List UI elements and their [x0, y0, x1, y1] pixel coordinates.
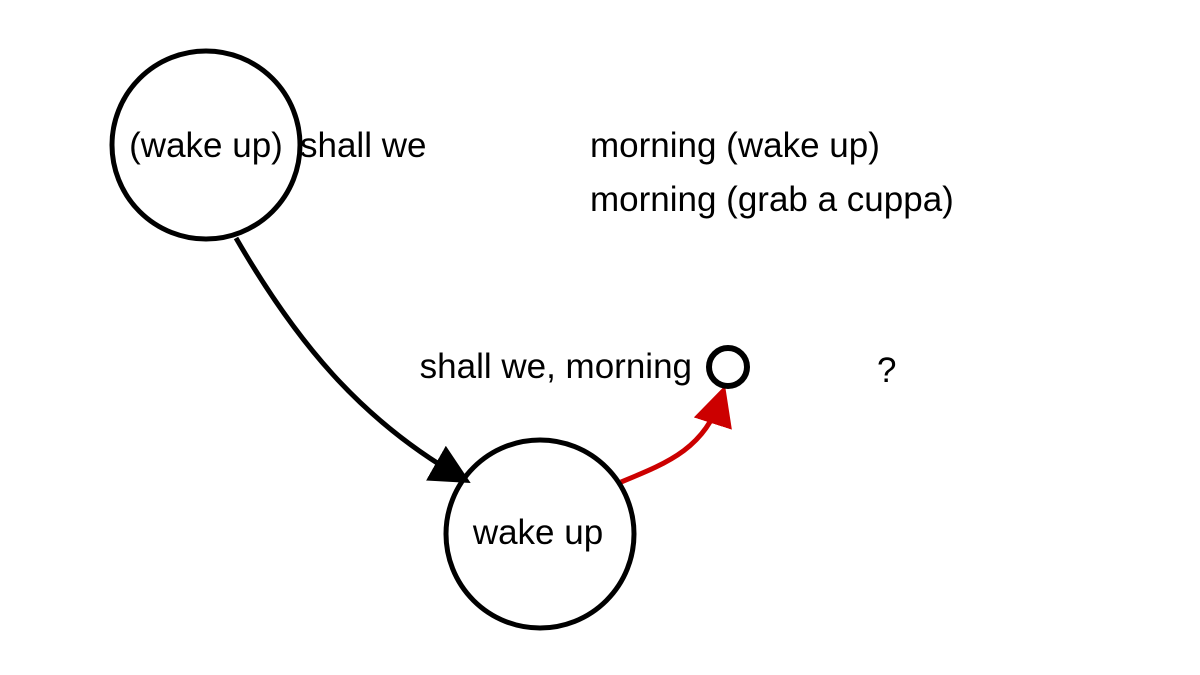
- node-top-label: (wake up): [129, 126, 283, 165]
- edge-bottom-to-small: [620, 385, 732, 485]
- node-bottom-label: wake up: [472, 513, 603, 552]
- node-bottom[interactable]: wake up: [443, 437, 637, 631]
- note-line-2: morning (grab a cuppa): [590, 180, 954, 219]
- node-top-circle: [109, 48, 303, 242]
- note-line-1: morning (wake up): [590, 126, 880, 165]
- node-small-circle: [706, 345, 750, 389]
- node-top[interactable]: (wake up): [109, 48, 303, 242]
- node-top-side-label: shall we: [300, 126, 426, 165]
- question-mark: ?: [877, 351, 896, 390]
- edge-top-to-bottom: [233, 236, 471, 483]
- node-bottom-circle: [443, 437, 637, 631]
- node-small[interactable]: [706, 345, 750, 389]
- node-small-label: shall we, morning: [420, 347, 692, 386]
